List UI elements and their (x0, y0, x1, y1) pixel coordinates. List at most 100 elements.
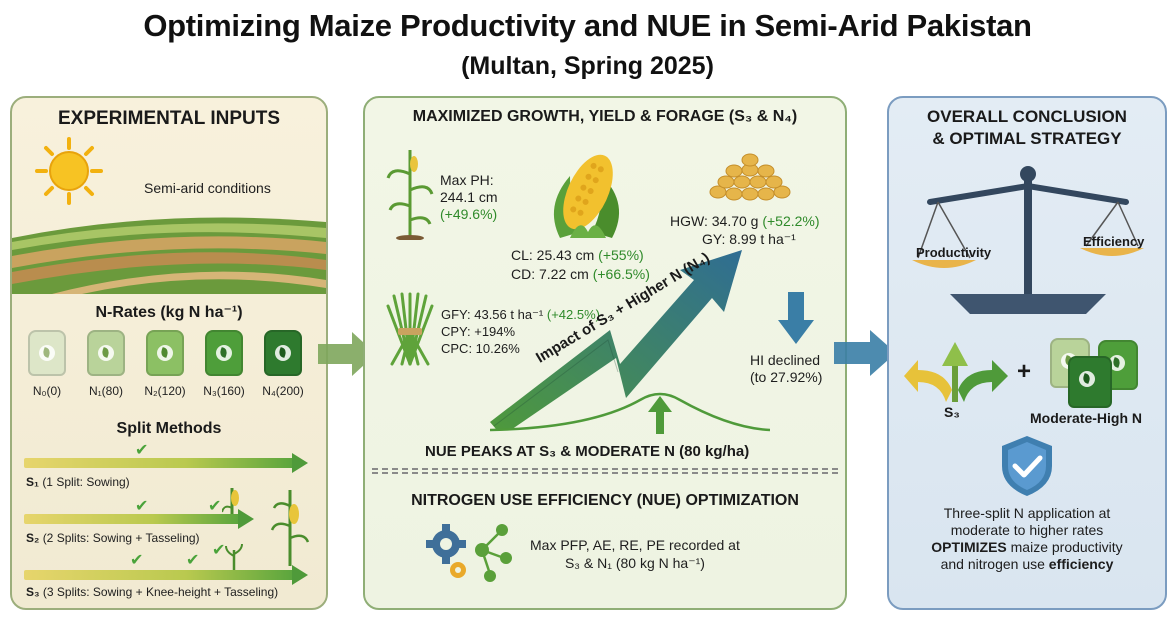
gears-network-icon (426, 524, 512, 582)
cpy-value: CPY: +194% (441, 324, 516, 339)
ph-change: (+49.6%) (440, 206, 498, 222)
cl-value: CL: 25.43 cm (511, 247, 595, 263)
shield-check-icon (1002, 436, 1052, 496)
fertilizer-bag-icon (28, 330, 66, 376)
farmland-field (12, 217, 326, 294)
n-rate-label: N₁(80) (88, 384, 124, 398)
split-code: S₂ (26, 531, 40, 545)
decline-arrow-icon (778, 292, 814, 344)
hgw-change: (+52.2%) (762, 213, 820, 229)
check-icon: ✔ (186, 552, 200, 569)
fertilizer-bag-icon (146, 330, 184, 376)
cob-metrics-block: CL: 25.43 cm (+55%) CD: 7.22 cm (+66.5%) (511, 246, 650, 284)
cd-value: CD: 7.22 cm (511, 266, 589, 282)
flow-arrow-icon (318, 332, 376, 376)
n-rate-label: N₄(200) (262, 384, 304, 398)
corn-cob-icon (553, 154, 620, 238)
n-rates-heading: N-Rates (kg N ha⁻¹) (95, 304, 243, 321)
split-code: S₃ (26, 585, 40, 599)
moderate-high-n-label: Moderate-High N (1030, 410, 1142, 426)
check-icon: ✔ (130, 552, 144, 569)
fertilizer-bag-icon (205, 330, 243, 376)
conclusion-heading-line1: OVERALL CONCLUSION (927, 107, 1127, 126)
nue-peak-label: NUE PEAKS AT S₃ & MODERATE N (80 kg/ha) (425, 443, 750, 460)
fertilizer-bag-icon (1068, 356, 1112, 408)
n-rate-label: N₀(0) (32, 384, 62, 398)
n-rate-label: N₃(160) (203, 384, 245, 398)
conclusion-text: Three-split N application at moderate to… (905, 505, 1149, 573)
conclusion-line4b: efficiency (1048, 556, 1114, 572)
split-s3-label: S₃ (3 Splits: Sowing + Knee-height + Tas… (26, 584, 278, 600)
check-icon: ✔ (135, 498, 149, 515)
cpc-value: CPC: 10.26% (441, 341, 520, 356)
split-desc: (2 Splits: Sowing + Tasseling) (42, 531, 200, 545)
productivity-label: Productivity (916, 245, 992, 260)
climate-label: Semi-arid conditions (144, 180, 271, 196)
plus-sign: + (1017, 358, 1032, 385)
split-s2-label: S₂ (2 Splits: Sowing + Tasseling) (26, 530, 200, 546)
maize-plant-icon (386, 150, 434, 240)
conclusion-line4a: and nitrogen use (940, 556, 1049, 572)
conclusion-heading: OVERALL CONCLUSION & OPTIMAL STRATEGY (887, 106, 1167, 150)
impact-trend-arrow (490, 250, 742, 430)
check-icon: ✔ (135, 442, 149, 459)
split-desc: (3 Splits: Sowing + Knee-height + Tassel… (42, 585, 279, 599)
s3-label: S₃ (944, 404, 960, 420)
growth-heading: MAXIMIZED GROWTH, YIELD & FORAGE (S₃ & N… (412, 108, 798, 125)
n-rate-label: N₂(120) (144, 384, 186, 398)
conclusion-heading-line2: & OPTIMAL STRATEGY (932, 129, 1122, 148)
split-methods-heading: Split Methods (116, 420, 222, 437)
section-divider (372, 468, 838, 470)
grain-pile-icon (709, 153, 791, 201)
arrow-head-icon (238, 509, 254, 529)
conclusion-bold: OPTIMIZES (931, 539, 1007, 555)
fertilizer-bag-icon (87, 330, 125, 376)
cl-change: (+55%) (598, 247, 644, 263)
section-divider (372, 472, 838, 474)
split-s1-label: S₁ (1 Split: Sowing) (26, 474, 130, 490)
ph-label: Max PH: (440, 172, 494, 188)
check-icon: ✔ (212, 542, 226, 559)
nue-bell-curve (490, 392, 770, 434)
nue-heading: NITROGEN USE EFFICIENCY (NUE) OPTIMIZATI… (411, 492, 799, 509)
forage-metrics-block: GFY: 43.56 t ha⁻¹ (+42.5%) CPY: +194% CP… (441, 306, 600, 357)
three-way-split-icon (904, 342, 1008, 402)
gy-value: GY: 8.99 t ha⁻¹ (702, 231, 796, 247)
maize-plant-icon (222, 488, 239, 518)
gfy-value: GFY: 43.56 t ha⁻¹ (441, 307, 544, 322)
balance-scale-icon (912, 166, 1144, 314)
split-timeline-bar (24, 570, 294, 580)
grain-metrics-block: HGW: 34.70 g (+52.2%) GY: 8.99 t ha⁻¹ (670, 212, 820, 248)
fertilizer-bag-icon (264, 330, 302, 376)
hi-line1: HI declined (750, 352, 821, 368)
check-icon: ✔ (208, 498, 222, 515)
page-subtitle: (Multan, Spring 2025) (461, 52, 714, 80)
efficiency-label: Efficiency (1083, 234, 1145, 249)
hi-decline-block: HI declined (to 27.92%) (750, 352, 822, 386)
forage-bundle-icon (386, 292, 434, 366)
gfy-change: (+42.5%) (546, 307, 600, 322)
split-timeline-bar (24, 514, 240, 524)
inputs-heading: EXPERIMENTAL INPUTS (57, 108, 281, 129)
split-desc: (1 Split: Sowing) (42, 475, 130, 489)
split-timeline-bar (24, 458, 294, 468)
conclusion-line2: moderate to higher rates (950, 522, 1104, 538)
nue-result-block: Max PFP, AE, RE, PE recorded at S₃ & N₁ … (530, 536, 740, 572)
ph-value: 244.1 cm (440, 189, 498, 205)
page-title: Optimizing Maize Productivity and NUE in… (143, 8, 1032, 43)
cd-change: (+66.5%) (592, 266, 650, 282)
arrow-head-icon (292, 453, 308, 473)
hi-line2: (to 27.92%) (750, 369, 823, 385)
plant-height-block: Max PH: 244.1 cm (+49.6%) (440, 172, 498, 223)
split-code: S₁ (26, 475, 39, 489)
conclusion-line1: Three-split N application at (943, 505, 1111, 521)
nue-line1: Max PFP, AE, RE, PE recorded at (530, 537, 740, 553)
flow-arrow-icon (834, 330, 896, 376)
maize-plant-icon (270, 490, 310, 566)
arrow-head-icon (292, 565, 308, 585)
sprout-icon (225, 543, 243, 572)
sun-icon (35, 137, 103, 205)
conclusion-line3: maize productivity (1010, 539, 1123, 555)
hgw-value: HGW: 34.70 g (670, 213, 759, 229)
nue-line2: S₃ & N₁ (80 kg N ha⁻¹) (564, 555, 705, 571)
